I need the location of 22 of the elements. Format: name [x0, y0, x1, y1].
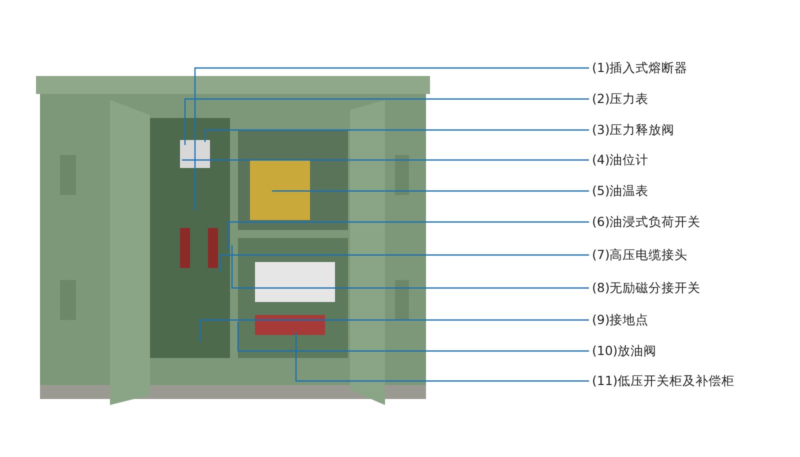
callout-label: (8)无励磁分接开关: [592, 280, 701, 296]
callout-label: (4)油位计: [592, 152, 649, 168]
leader-line: [204, 129, 589, 142]
callout-label: (11)低压开关柜及补偿柜: [592, 373, 735, 389]
callout-label: (1)插入式熔断器: [592, 60, 688, 76]
callout-label: (6)油浸式负荷开关: [592, 214, 701, 230]
leader-line: [227, 221, 589, 250]
callout-label: (3)压力释放阀: [592, 122, 675, 138]
leader-line: [295, 332, 589, 382]
callout-label: (2)压力表: [592, 91, 649, 107]
leader-line: [182, 159, 589, 161]
callout-label: (9)接地点: [592, 312, 649, 328]
leader-line: [219, 254, 589, 272]
leader-line: [184, 98, 589, 145]
leader-line: [237, 322, 589, 352]
callout-label: (5)油温表: [592, 183, 649, 199]
callout-label: (7)高压电缆接头: [592, 247, 688, 263]
leader-line: [199, 319, 589, 342]
leader-line: [272, 190, 589, 192]
leader-line: [231, 245, 589, 289]
leader-line: [194, 67, 589, 210]
callout-label: (10)放油阀: [592, 343, 657, 359]
